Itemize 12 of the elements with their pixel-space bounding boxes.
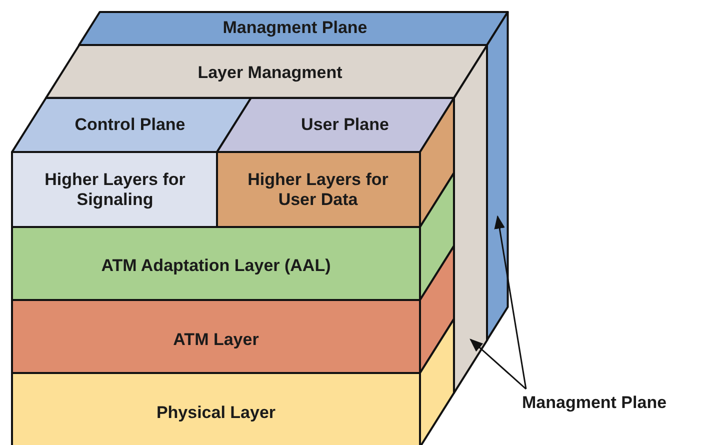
layer-label: Layer Managment bbox=[196, 62, 344, 83]
layer-label: Higher Layers for User Data bbox=[246, 170, 390, 210]
layer-label: Higher Layers for Signaling bbox=[44, 170, 186, 210]
callout-label: Managment Plane bbox=[522, 393, 667, 413]
layer-label: Physical Layer bbox=[155, 403, 277, 423]
leader-line bbox=[494, 215, 527, 390]
layer-label: ATM Layer bbox=[172, 330, 260, 350]
layer-label: Managment Plane bbox=[222, 18, 368, 38]
layer-label: Control Plane bbox=[74, 114, 186, 135]
leader-line bbox=[470, 338, 526, 390]
layer-label: ATM Adaptation Layer (AAL) bbox=[100, 256, 332, 276]
layer-label: User Plane bbox=[300, 114, 390, 135]
